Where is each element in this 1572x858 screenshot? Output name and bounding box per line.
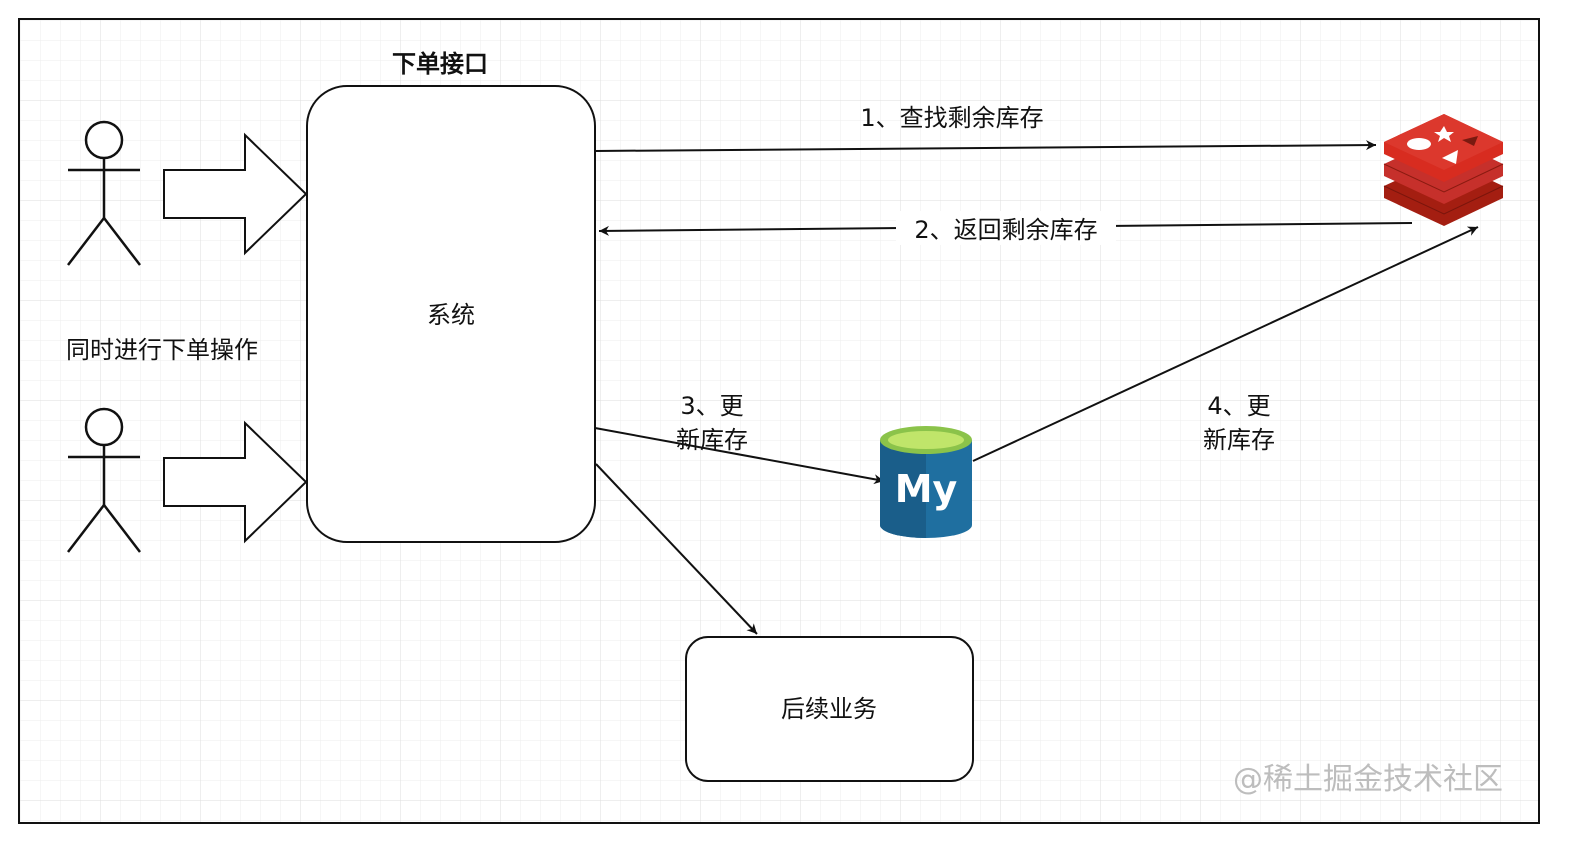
edge-update-db — [594, 427, 885, 485]
redis-icon — [1383, 114, 1504, 226]
mysql-logo-text: My — [895, 467, 958, 511]
system-box — [306, 85, 596, 543]
system-label: 系统 — [427, 301, 475, 329]
watermark: @稀土掘金技术社区 — [1233, 762, 1503, 797]
edge-query-stock — [594, 140, 1377, 152]
edge-query-stock-label: 1、查找剩余库存 — [860, 104, 1043, 132]
followup-box — [685, 636, 974, 782]
actors-label: 同时进行下单操作 — [66, 336, 258, 364]
edge-update-cache-label-line2: 新库存 — [1203, 426, 1275, 454]
actor-icon-bottom — [67, 407, 141, 553]
edge-return-stock-label-bg — [896, 211, 1116, 245]
edge-update-db-label-line2: 新库存 — [676, 426, 748, 454]
block-arrow-bottom — [163, 420, 308, 544]
edge-followup — [595, 463, 758, 635]
block-arrow-top — [163, 132, 308, 256]
edge-update-cache — [972, 226, 1479, 462]
edge-return-stock-label: 2、返回剩余库存 — [914, 216, 1097, 244]
mysql-icon: My — [880, 426, 972, 538]
frame-border — [18, 18, 1540, 824]
edge-update-db-label-line1: 3、更 — [680, 392, 743, 420]
actor-icon-top — [67, 120, 141, 266]
edge-update-cache-label-line1: 4、更 — [1207, 392, 1270, 420]
followup-label: 后续业务 — [781, 695, 877, 723]
interface-title: 下单接口 — [392, 50, 488, 78]
